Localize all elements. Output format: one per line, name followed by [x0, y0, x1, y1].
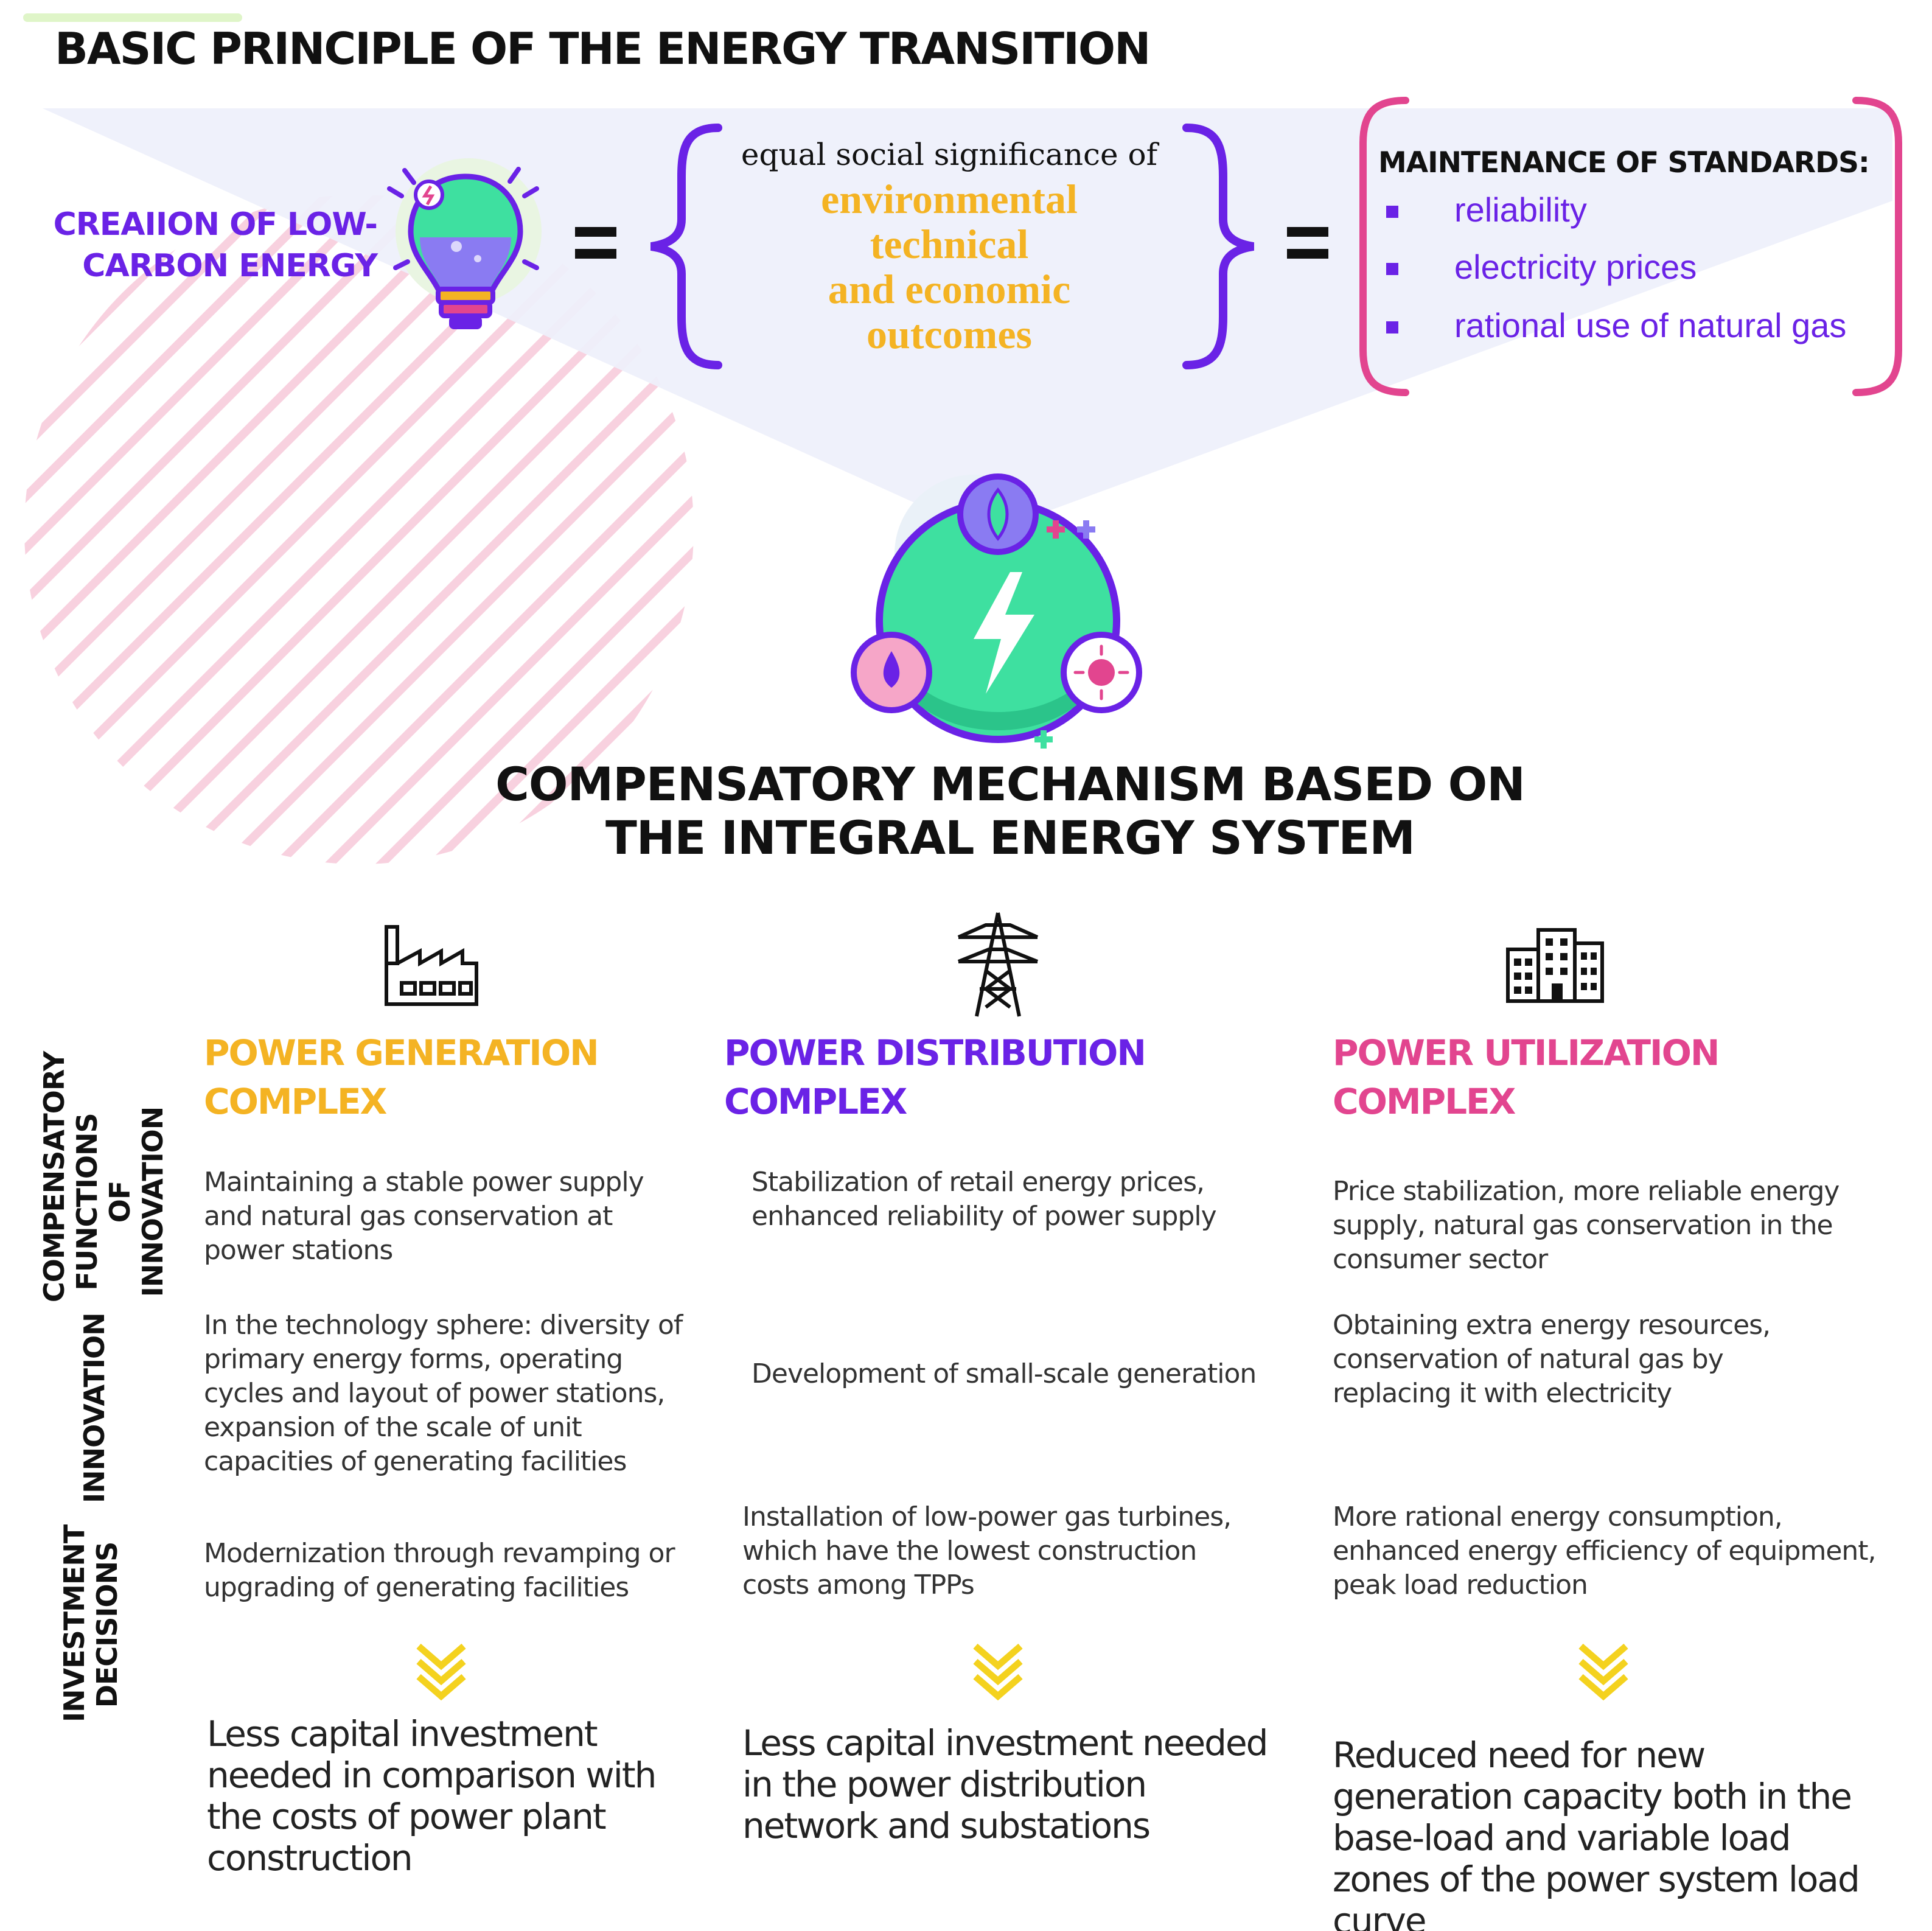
mechanism-title-line1: COMPENSATORY MECHANISM BASED ON	[495, 757, 1526, 811]
left-bracket-icon	[1359, 97, 1409, 396]
generation-functions-text: Maintaining a stable power supply and na…	[204, 1167, 644, 1266]
low-carbon-line2: CARBON ENERGY	[82, 248, 378, 284]
distribution-heading-line2: COMPLEX	[724, 1081, 907, 1122]
standard-electricity-prices: electricity prices	[1454, 248, 1697, 286]
chevron-double-down-icon	[416, 1643, 466, 1701]
outcome-economic: and economic	[828, 266, 1071, 312]
utilization-innovation-text: Obtaining extra energy resources, conser…	[1333, 1310, 1771, 1409]
outcome-outcomes: outcomes	[867, 311, 1032, 357]
distribution-heading-line1: POWER DISTRIBUTION	[724, 1032, 1146, 1074]
equals-icon	[1287, 227, 1328, 259]
generation-heading-line1: POWER GENERATION	[204, 1032, 599, 1074]
generation-heading-line2: COMPLEX	[204, 1081, 387, 1122]
standard-natural-gas: rational use of natural gas	[1454, 306, 1847, 344]
low-carbon-line1: CREAIION OF LOW-	[53, 206, 378, 243]
equals-icon	[575, 227, 616, 259]
significance-intro: equal social significance of	[741, 137, 1158, 172]
distribution-functions-text: Stabilization of retail energy prices, e…	[752, 1167, 1217, 1232]
row-label-investment-line2: DECISIONS	[91, 1542, 124, 1708]
low-carbon-label: CREAIION OF LOW- CARBON ENERGY	[37, 204, 378, 287]
outcome-technical: technical	[870, 221, 1029, 267]
standard-bullet	[1386, 206, 1398, 218]
chevron-double-down-icon	[1578, 1643, 1628, 1701]
row-label-innovation: INNOVATION	[78, 1313, 111, 1503]
mechanism-title: COMPENSATORY MECHANISM BASED ON THE INTE…	[426, 758, 1594, 865]
row-label-functions-line3: INNOVATION	[136, 1106, 169, 1297]
row-label-functions-line2: FUNCTIONS OF	[71, 1113, 136, 1291]
factory-icon	[385, 925, 478, 1006]
utilization-heading-line1: POWER UTILIZATION	[1333, 1032, 1720, 1074]
row-label-investment: INVESTMENT DECISIONS	[58, 1524, 124, 1722]
right-bracket-icon	[1852, 97, 1902, 396]
utilization-conclusion: Reduced need for new generation capacity…	[1333, 1734, 1860, 1931]
utilization-heading: POWER UTILIZATION COMPLEX	[1333, 1028, 1720, 1126]
power-tower-icon	[957, 912, 1039, 1017]
left-brace-icon	[650, 124, 722, 369]
standard-reliability: reliability	[1454, 190, 1587, 229]
row-label-functions: COMPENSATORY FUNCTIONS OF INNOVATION	[38, 1051, 169, 1302]
standard-bullet	[1386, 321, 1398, 333]
significance-outcomes: environmental technical and economic out…	[688, 176, 1211, 357]
distribution-investment-text: Installation of low-power gas turbines, …	[742, 1501, 1232, 1601]
page-title: BASIC PRINCIPLE OF THE ENERGY TRANSITION	[55, 23, 1151, 74]
mechanism-title-line2: THE INTEGRAL ENERGY SYSTEM	[605, 811, 1415, 865]
distribution-conclusion: Less capital investment needed in the po…	[742, 1722, 1268, 1846]
standard-bullet	[1386, 263, 1398, 275]
chevron-double-down-icon	[973, 1643, 1023, 1701]
generation-heading: POWER GENERATION COMPLEX	[204, 1028, 599, 1126]
right-brace-icon	[1182, 124, 1255, 369]
buildings-icon	[1506, 928, 1604, 1003]
generation-investment-text: Modernization through revamping or upgra…	[204, 1538, 675, 1603]
utilization-heading-line2: COMPLEX	[1333, 1081, 1516, 1122]
standards-title: MAINTENANCE OF STANDARDS:	[1378, 146, 1870, 180]
generation-conclusion: Less capital investment needed in compar…	[207, 1713, 657, 1879]
lightbulb-icon	[387, 158, 542, 329]
energy-cycle-icon	[851, 473, 1142, 749]
generation-innovation-text: In the technology sphere: diversity of p…	[204, 1310, 683, 1477]
utilization-investment-text: More rational energy consumption, enhanc…	[1333, 1501, 1877, 1601]
distribution-innovation-text: Development of small-scale generation	[752, 1358, 1257, 1389]
row-label-investment-line1: INVESTMENT	[58, 1524, 91, 1722]
distribution-heading: POWER DISTRIBUTION COMPLEX	[724, 1028, 1146, 1126]
row-label-functions-line1: COMPENSATORY	[38, 1051, 71, 1302]
utilization-functions-text: Price stabilization, more reliable energ…	[1333, 1176, 1840, 1275]
outcome-environmental: environmental	[821, 176, 1078, 222]
